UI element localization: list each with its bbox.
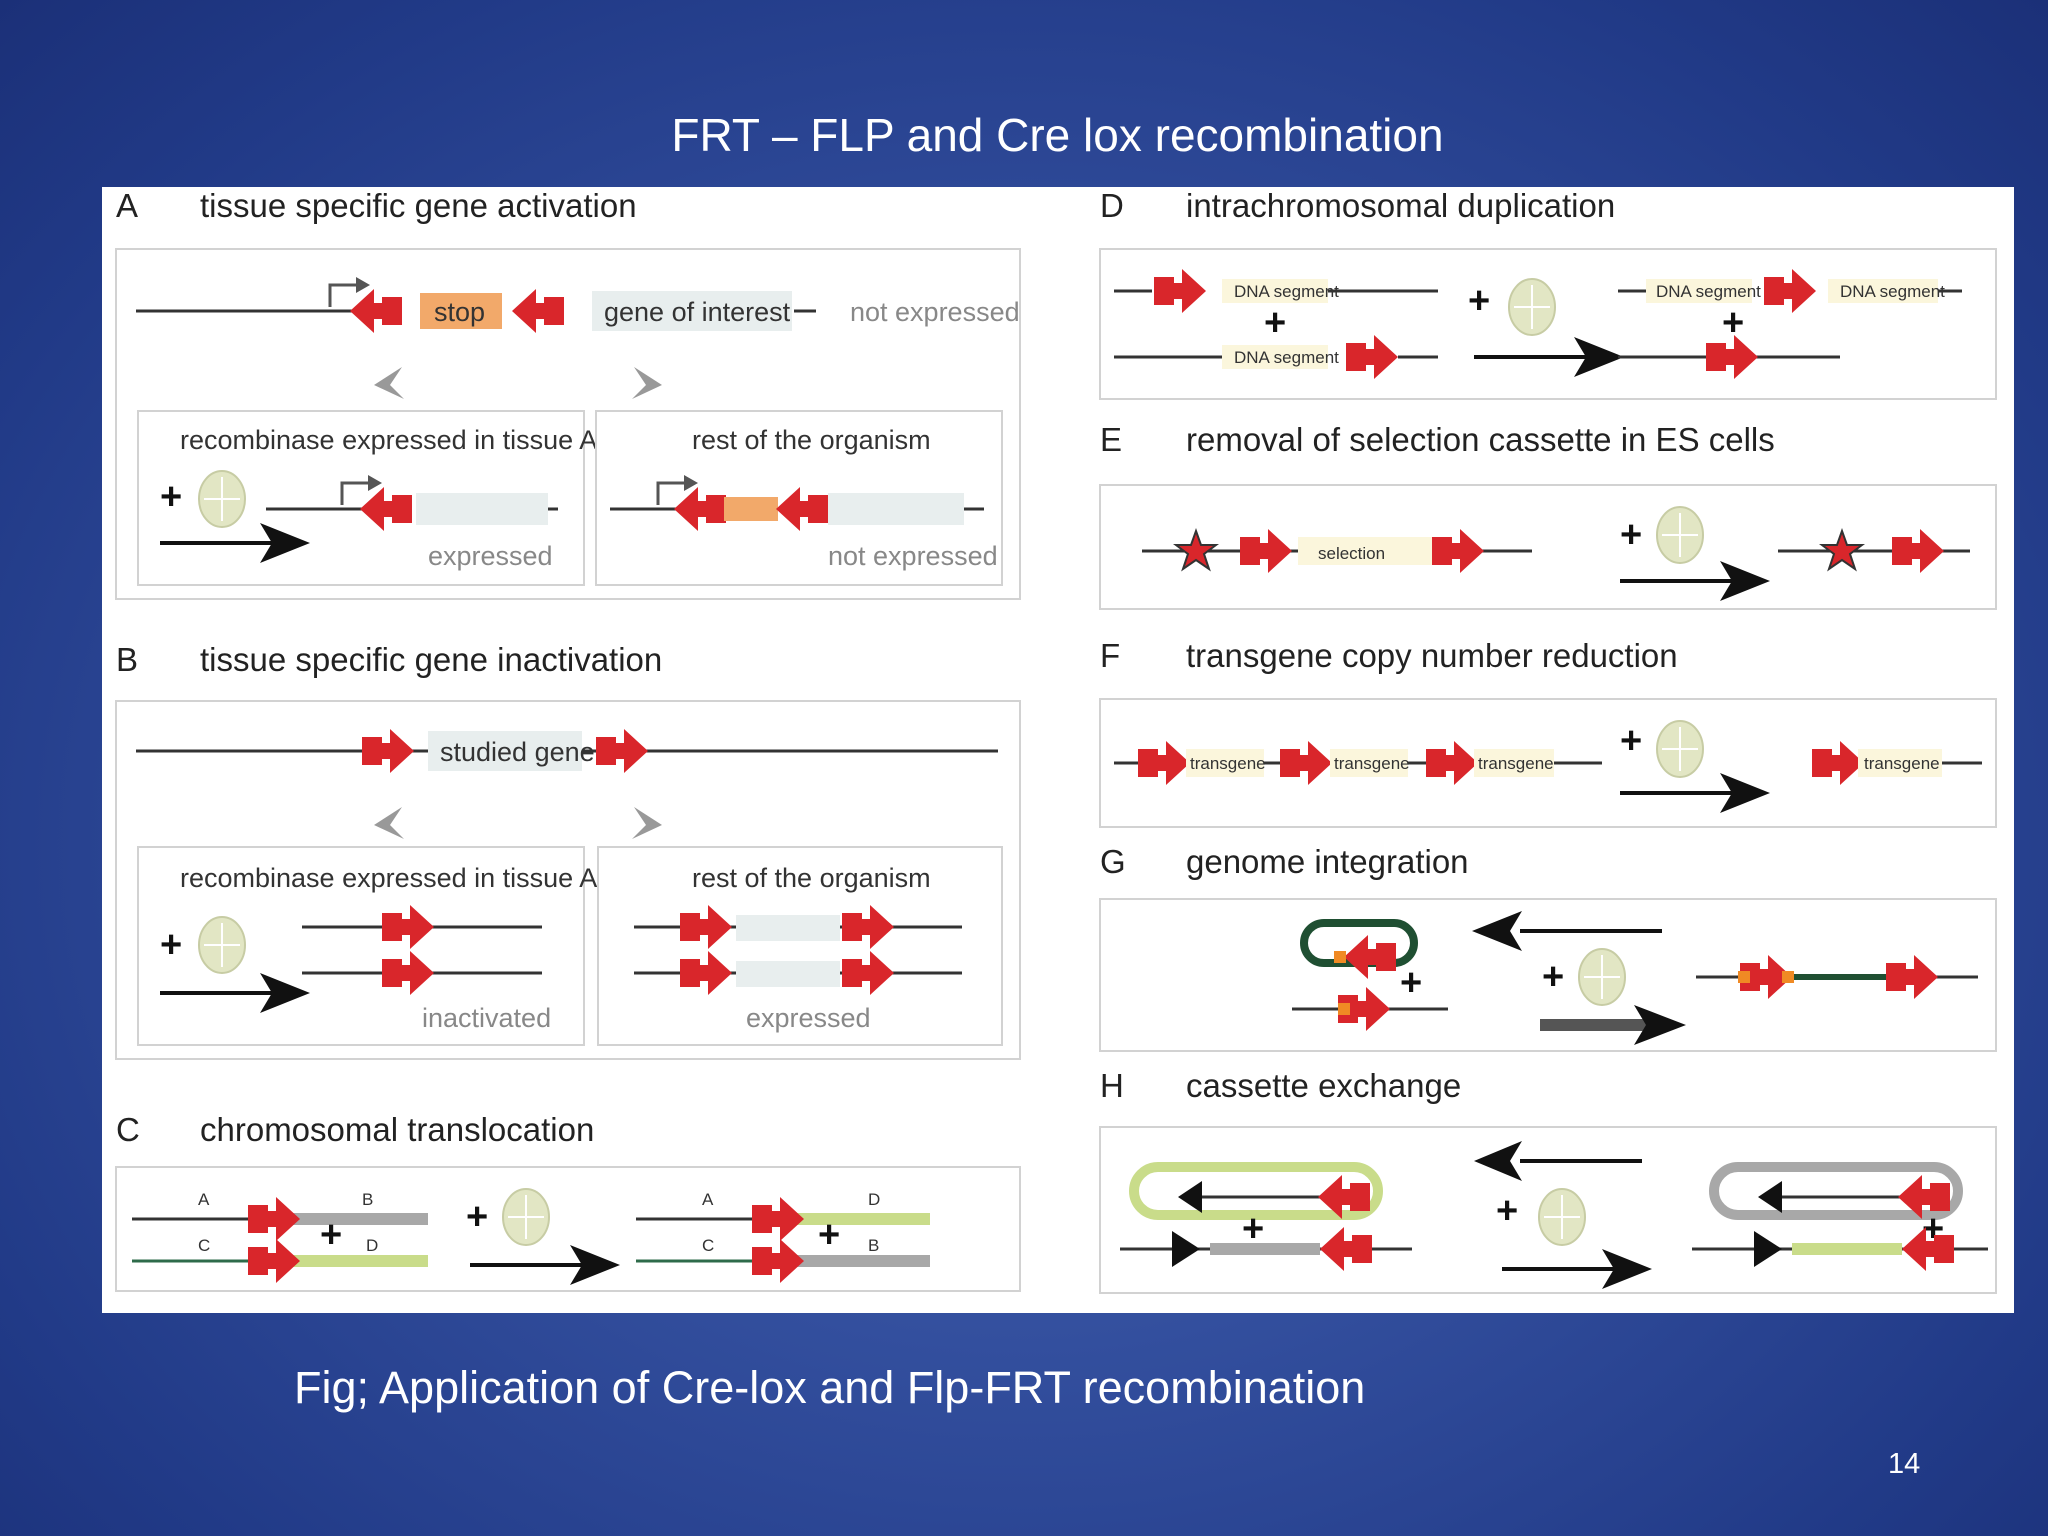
panel-d-title: intrachromosomal duplication — [1186, 187, 1615, 224]
figure-svg: A tissue specific gene activation stop g… — [115, 187, 1997, 1294]
plus-sign: + — [1496, 1190, 1518, 1232]
selection-label: selection — [1318, 544, 1385, 563]
recombinase-enzyme-icon — [1508, 278, 1556, 336]
panel-d-letter: D — [1100, 187, 1124, 224]
reaction-arrow-icon — [1634, 1005, 1686, 1045]
panel-b-left-title: recombinase expressed in tissue A — [180, 863, 597, 893]
transgene-label: transgene — [1334, 754, 1410, 773]
panel-b-letter: B — [116, 641, 138, 678]
label-c-after: C — [702, 1236, 714, 1255]
not-expressed-label: not expressed — [850, 297, 1020, 327]
panel-b: B tissue specific gene inactivation stud… — [115, 641, 1021, 1060]
panel-f: F transgene copy number reduction transg… — [1099, 637, 1997, 828]
panel-e-letter: E — [1100, 421, 1122, 458]
panel-g-title: genome integration — [1186, 843, 1469, 880]
recombinase-enzyme-icon — [1656, 506, 1704, 564]
plus-sign: + — [1722, 302, 1744, 344]
plus-sign: + — [160, 476, 182, 518]
recombination-figure: A tissue specific gene activation stop g… — [102, 187, 2014, 1313]
panel-b-right-title: rest of the organism — [692, 863, 931, 893]
plus-sign: + — [160, 924, 182, 966]
panel-e-title: removal of selection cassette in ES cell… — [1186, 421, 1775, 458]
figure-caption: Fig; Application of Cre-lox and Flp-FRT … — [294, 1362, 1366, 1413]
dna-segment-label: DNA segment — [1840, 282, 1945, 301]
label-d: D — [366, 1236, 378, 1255]
dna-segment-label: DNA segment — [1234, 348, 1339, 367]
recombinase-enzyme-icon — [1578, 948, 1626, 1006]
triangle-site-icon — [1178, 1181, 1202, 1213]
transgene-label: transgene — [1864, 754, 1940, 773]
star-icon — [1173, 528, 1219, 572]
panel-a-title: tissue specific gene activation — [200, 187, 637, 224]
panel-c-letter: C — [116, 1111, 140, 1148]
panel-a-left-title: recombinase expressed in tissue A — [180, 425, 597, 455]
panel-h: H cassette exchange + + — [1099, 1067, 1997, 1294]
plus-sign: + — [1242, 1208, 1264, 1250]
recombinase-enzyme-icon — [198, 470, 246, 528]
panel-g-letter: G — [1100, 843, 1126, 880]
label-a-after: A — [702, 1190, 714, 1209]
gene-of-interest-label: gene of interest — [604, 297, 791, 327]
reverse-arrow-icon — [1472, 911, 1522, 951]
plus-sign: + — [466, 1196, 488, 1238]
panel-g: G genome integration + + — [1099, 843, 1997, 1052]
triangle-site-icon — [1754, 1231, 1782, 1267]
recombinase-enzyme-icon — [502, 1188, 550, 1246]
plus-sign: + — [818, 1214, 840, 1256]
plus-sign: + — [1542, 956, 1564, 998]
dna-segment-label: DNA segment — [1656, 282, 1761, 301]
panel-c: C chromosomal translocation A B C D + + — [115, 1111, 1021, 1292]
plus-sign: + — [1468, 280, 1490, 322]
plus-sign: + — [1620, 514, 1642, 556]
transgene-label: transgene — [1478, 754, 1554, 773]
panel-h-letter: H — [1100, 1067, 1124, 1104]
plus-sign: + — [320, 1214, 342, 1256]
label-c: C — [198, 1236, 210, 1255]
panel-b-title: tissue specific gene inactivation — [200, 641, 662, 678]
triangle-site-icon — [1172, 1231, 1200, 1267]
plus-sign: + — [1400, 962, 1422, 1004]
panel-a: A tissue specific gene activation stop g… — [115, 187, 1021, 600]
panel-f-letter: F — [1100, 637, 1120, 674]
panel-d: D intrachromosomal duplication DNA segme… — [1099, 187, 1997, 400]
recombinase-enzyme-icon — [1656, 720, 1704, 778]
transgene-label: transgene — [1190, 754, 1266, 773]
stop-label: stop — [434, 297, 485, 327]
recombinase-enzyme-icon — [198, 916, 246, 974]
panel-e: E removal of selection cassette in ES ce… — [1099, 421, 1997, 610]
label-b: B — [362, 1190, 373, 1209]
panel-f-title: transgene copy number reduction — [1186, 637, 1678, 674]
recombinase-enzyme-icon — [1538, 1188, 1586, 1246]
inactivated-label: inactivated — [422, 1003, 551, 1033]
plus-sign: + — [1264, 302, 1286, 344]
star-icon — [1819, 528, 1865, 572]
plus-sign: + — [1620, 720, 1642, 762]
reverse-arrow-icon — [1474, 1141, 1522, 1181]
label-a: A — [198, 1190, 210, 1209]
label-d-after: D — [868, 1190, 880, 1209]
panel-a-letter: A — [116, 187, 138, 224]
expressed-label-2: expressed — [746, 1003, 871, 1033]
slide-title: FRT – FLP and Cre lox recombination — [671, 109, 1444, 161]
triangle-site-icon — [1758, 1181, 1782, 1213]
panel-a-right-title: rest of the organism — [692, 425, 931, 455]
studied-gene-label: studied gene — [440, 737, 595, 767]
dna-segment-label: DNA segment — [1234, 282, 1339, 301]
not-expressed-label-2: not expressed — [828, 541, 998, 571]
expressed-label: expressed — [428, 541, 553, 571]
label-b-after: B — [868, 1236, 879, 1255]
panel-h-title: cassette exchange — [1186, 1067, 1461, 1104]
page-number: 14 — [1888, 1448, 1921, 1480]
panel-c-title: chromosomal translocation — [200, 1111, 594, 1148]
